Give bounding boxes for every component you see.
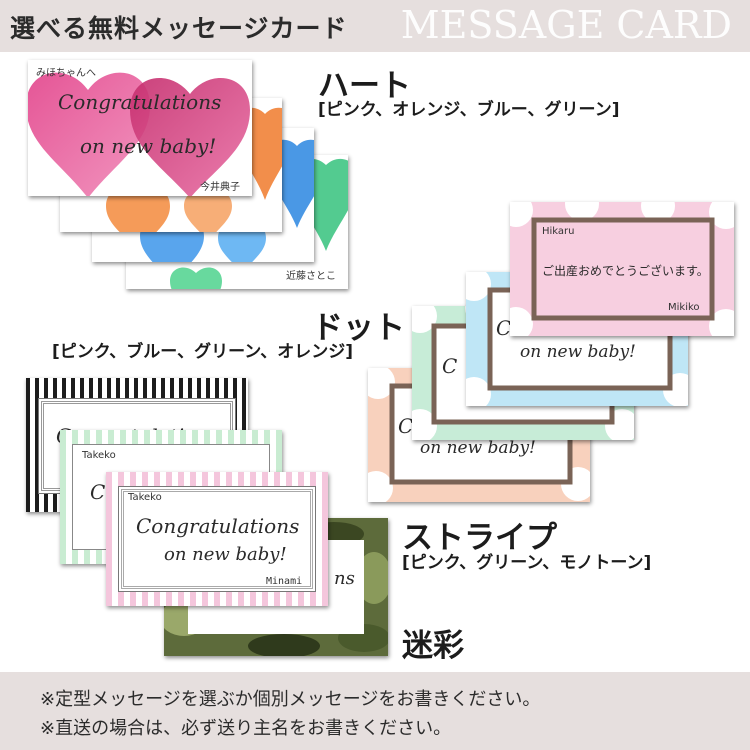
stripe-green-to: Takeko xyxy=(82,450,116,461)
pink-inner-frame xyxy=(118,486,316,592)
heart-from: 今井典子 xyxy=(200,182,240,193)
dot-title: ドット xyxy=(312,310,405,346)
dot-card-pink: Hikaru ご出産おめでとうございます。 Mikiko xyxy=(510,202,734,336)
page-title: 選べる無料メッセージカード xyxy=(10,14,348,43)
dot-orange-line1: C xyxy=(398,414,414,438)
footer-note-1: ※定型メッセージを選ぶか個別メッセージをお書きください。 xyxy=(40,689,541,710)
heart-title: ハート xyxy=(318,68,411,104)
stripe-card-pink: Takeko Congratulations on new baby! Mina… xyxy=(106,472,328,606)
heart-to: みほちゃんへ xyxy=(36,68,96,79)
stripe-to: Takeko xyxy=(128,492,162,503)
stripe-from: Minami xyxy=(266,576,303,587)
pink-dots-pattern xyxy=(510,202,734,336)
dot-message: ご出産おめでとうございます。 xyxy=(542,264,709,278)
header-bar: MESSAGE CARD 選べる無料メッセージカード xyxy=(0,0,750,52)
footer-note-2: ※直送の場合は、必ず送り主名をお書きください。 xyxy=(40,718,452,739)
heart-green-from: 近藤さとこ xyxy=(286,271,336,282)
dot-colors: [ピンク、ブルー、グリーン、オレンジ] xyxy=(52,342,353,362)
heart-card-pink: みほちゃんへ Congratulations on new baby! 今井典子 xyxy=(28,60,252,196)
stripe-greeting-line1: Congratulations xyxy=(136,514,300,538)
heart-greeting-line2: on new baby! xyxy=(80,134,217,158)
dot-orange-line2: on new baby! xyxy=(420,438,536,458)
heart-colors: [ピンク、オレンジ、ブルー、グリーン] xyxy=(318,100,620,120)
stripe-greeting-line2: on new baby! xyxy=(164,544,287,565)
footer-notes: ※定型メッセージを選ぶか個別メッセージをお書きください。 ※直送の場合は、必ず送… xyxy=(0,672,750,750)
stripe-title: ストライプ xyxy=(402,520,557,556)
pink-hearts-pattern xyxy=(28,72,250,196)
heart-greeting-line1: Congratulations xyxy=(58,90,222,114)
stripe-colors: [ピンク、グリーン、モノトーン] xyxy=(402,553,652,573)
camo-title: 迷彩 xyxy=(402,628,464,664)
dot-green-line1: C xyxy=(442,354,458,378)
stripe-green-line1: C xyxy=(90,480,106,504)
dot-blue-line2: on new baby! xyxy=(520,342,636,362)
header-watermark: MESSAGE CARD xyxy=(400,3,732,47)
dot-to: Hikaru xyxy=(542,226,575,237)
camo-line1: ns xyxy=(334,568,355,589)
dot-from: Mikiko xyxy=(668,302,700,313)
